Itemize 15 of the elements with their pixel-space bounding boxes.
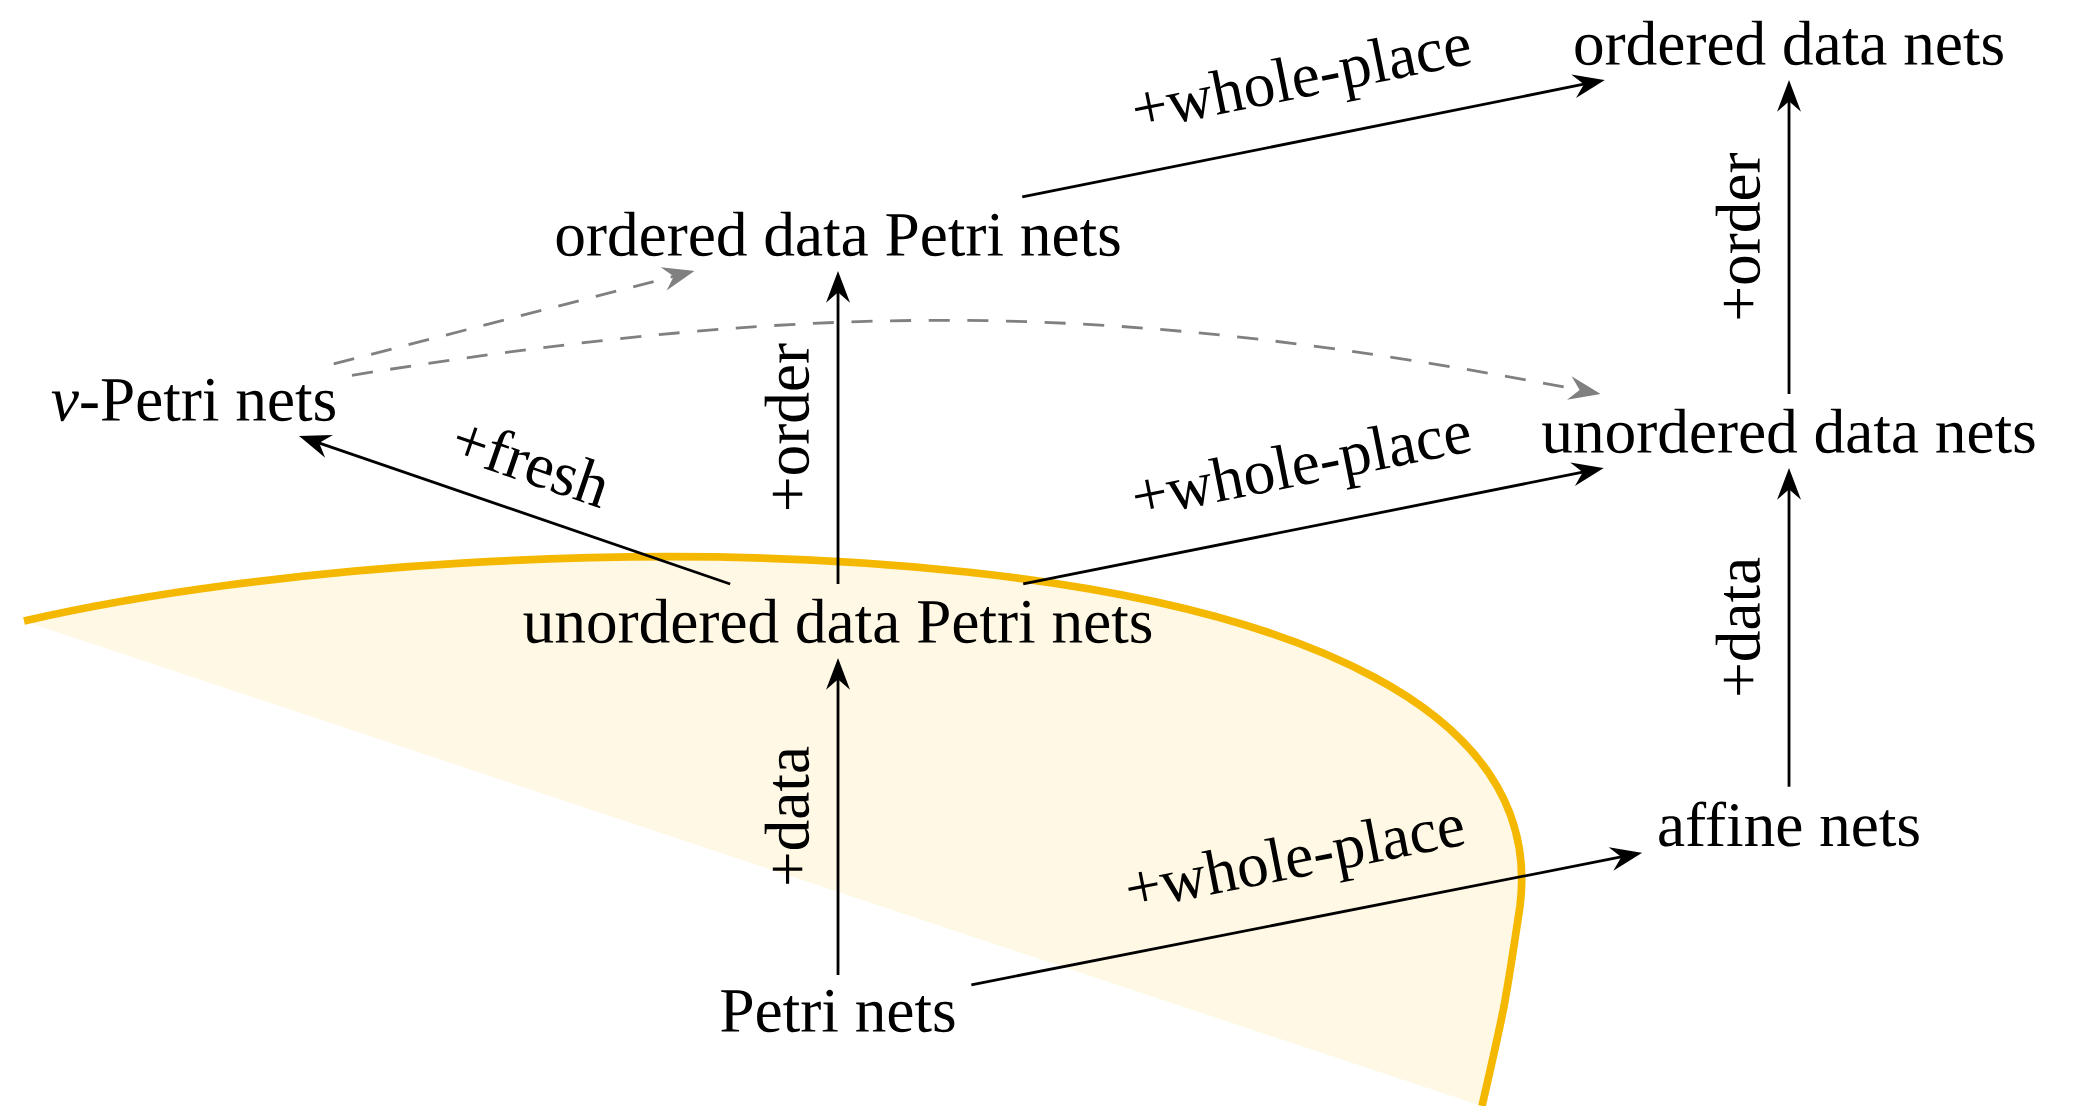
edge-label: +whole-place [1134,423,1471,510]
node-label: Petri nets [721,989,955,1033]
edge-label: +whole-place [1128,817,1465,902]
edge-label: +fresh [456,427,605,509]
node-label: ordered data Petri nets [556,211,1120,257]
edge-label: +data [1715,557,1761,695]
node-label: ν-Petri nets [51,378,335,422]
edge-label: +order [764,343,810,509]
edge-label: +data [764,746,810,884]
edge-label: +whole-place [1134,36,1471,122]
edge-label: +order [1715,152,1761,319]
node-label: unordered data nets [1542,408,2035,454]
node-label: affine nets [1659,801,1919,847]
node-label: unordered data Petri nets [523,598,1152,644]
node-label: ordered data nets [1575,20,2003,66]
